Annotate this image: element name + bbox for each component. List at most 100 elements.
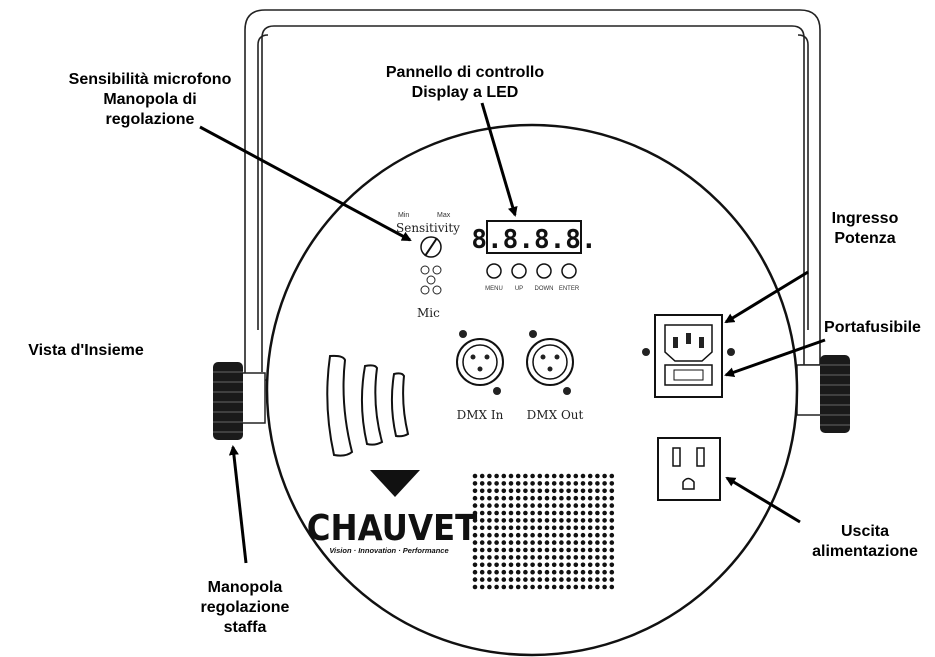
speaker-grille-hole: [508, 495, 514, 501]
speaker-grille-hole: [580, 503, 586, 508]
callout-mic-sensitivity-line1: Sensibilità microfono: [68, 71, 232, 88]
callout-overview-line1: Vista d'Insieme: [28, 342, 144, 359]
speaker-grille-hole: [487, 584, 492, 590]
speaker-grille-hole: [479, 540, 485, 545]
speaker-grille-hole: [487, 518, 492, 523]
speaker-grille-hole: [551, 569, 557, 575]
speaker-grille-hole: [515, 532, 521, 538]
speaker-grille-hole: [472, 488, 478, 494]
speaker-grille-hole: [587, 540, 593, 545]
speaker-grille-hole: [573, 577, 579, 582]
speaker-grille-hole: [515, 518, 521, 523]
speaker-grille-hole: [566, 532, 571, 538]
speaker-grille-hole: [530, 518, 535, 523]
down-button-label: DOWN: [535, 286, 554, 292]
speaker-grille-hole: [595, 503, 600, 508]
speaker-grille-hole: [587, 562, 593, 568]
speaker-grille-hole: [472, 584, 478, 590]
speaker-grille-hole: [609, 488, 615, 494]
callout-mic-sensitivity: Sensibilità microfono Manopola di regola…: [30, 70, 270, 130]
speaker-grille-hole: [544, 510, 550, 516]
speaker-grille-hole: [595, 547, 600, 553]
speaker-grille-hole: [479, 495, 485, 501]
speaker-grille-hole: [523, 503, 528, 508]
speaker-grille-hole: [494, 569, 499, 575]
speaker-grille-hole: [530, 532, 535, 538]
speaker-grille-hole: [479, 569, 485, 575]
speaker-grille-hole: [494, 525, 499, 531]
speaker-grille-hole: [566, 510, 571, 516]
speaker-grille-hole: [501, 518, 507, 523]
down-button[interactable]: [536, 263, 552, 279]
speaker-grille-hole: [595, 525, 600, 531]
speaker-grille-hole: [544, 473, 550, 479]
speaker-grille-hole: [566, 547, 571, 553]
speaker-grille-hole: [515, 473, 521, 479]
menu-button[interactable]: [486, 263, 502, 279]
speaker-grille-hole: [523, 488, 528, 494]
speaker-grille-hole: [537, 562, 543, 568]
callout-fuse-holder: Portafusibile: [810, 318, 935, 338]
speaker-grille-hole: [559, 532, 564, 538]
speaker-grille-hole: [602, 518, 607, 523]
speaker-grille-hole: [472, 532, 478, 538]
speaker-grille-hole: [587, 532, 593, 538]
speaker-grille-hole: [559, 569, 564, 575]
speaker-grille-hole: [609, 569, 615, 575]
speaker-grille-hole: [595, 555, 600, 560]
sensitivity-knob: Min Max Sensitivity: [396, 212, 460, 258]
speaker-grille-hole: [609, 518, 615, 523]
speaker-grille-hole: [523, 473, 528, 479]
speaker-grille-hole: [551, 481, 557, 486]
speaker-grille-hole: [487, 510, 492, 516]
speaker-grille-hole: [587, 488, 593, 494]
speaker-grille-hole: [530, 547, 535, 553]
speaker-grille-hole: [580, 540, 586, 545]
speaker-grille-hole: [487, 503, 492, 508]
speaker-grille-hole: [487, 562, 492, 568]
speaker-grille-hole: [602, 540, 607, 545]
speaker-grille-hole: [523, 518, 528, 523]
speaker-grille-hole: [580, 569, 586, 575]
dmx-out-label: DMX Out: [527, 408, 584, 422]
speaker-grille-hole: [566, 495, 571, 501]
speaker-grille-hole: [530, 584, 535, 590]
speaker-grille-hole: [479, 547, 485, 553]
speaker-grille-hole: [508, 577, 514, 582]
callout-control-panel-line2: Display a LED: [411, 84, 519, 101]
speaker-grille-hole: [501, 481, 507, 486]
speaker-grille-hole: [587, 503, 593, 508]
arrow-power-out: [725, 476, 801, 524]
dmx-out-connector: [526, 330, 574, 395]
speaker-grille-hole: [508, 525, 514, 531]
speaker-grille-hole: [580, 547, 586, 553]
speaker-grille-hole: [609, 562, 615, 568]
speaker-grille-hole: [602, 473, 607, 479]
speaker-grille-hole: [508, 481, 514, 486]
speaker-grille-hole: [487, 481, 492, 486]
speaker-grille-hole: [559, 584, 564, 590]
speaker-grille-hole: [508, 503, 514, 508]
speaker-grille-hole: [573, 518, 579, 523]
speaker-grille-hole: [595, 510, 600, 516]
speaker-grille-hole: [595, 577, 600, 582]
speaker-grille-hole: [487, 540, 492, 545]
speaker-grille-hole: [544, 547, 550, 553]
speaker-grille-hole: [559, 547, 564, 553]
speaker-grille-hole: [559, 488, 564, 494]
speaker-grille-hole: [479, 532, 485, 538]
speaker-grille-hole: [566, 473, 571, 479]
speaker-grille-hole: [523, 547, 528, 553]
speaker-grille-hole: [523, 555, 528, 560]
up-button[interactable]: [511, 263, 527, 279]
speaker-grille-hole: [487, 473, 492, 479]
speaker-grille-hole: [537, 481, 543, 486]
speaker-grille-hole: [494, 555, 499, 560]
speaker-grille-hole: [544, 569, 550, 575]
callout-fuse-holder-line1: Portafusibile: [824, 319, 921, 336]
enter-button[interactable]: [561, 263, 577, 279]
speaker-grille-hole: [508, 562, 514, 568]
speaker-grille-hole: [479, 503, 485, 508]
speaker-grille-hole: [602, 577, 607, 582]
speaker-grille-hole: [537, 577, 543, 582]
